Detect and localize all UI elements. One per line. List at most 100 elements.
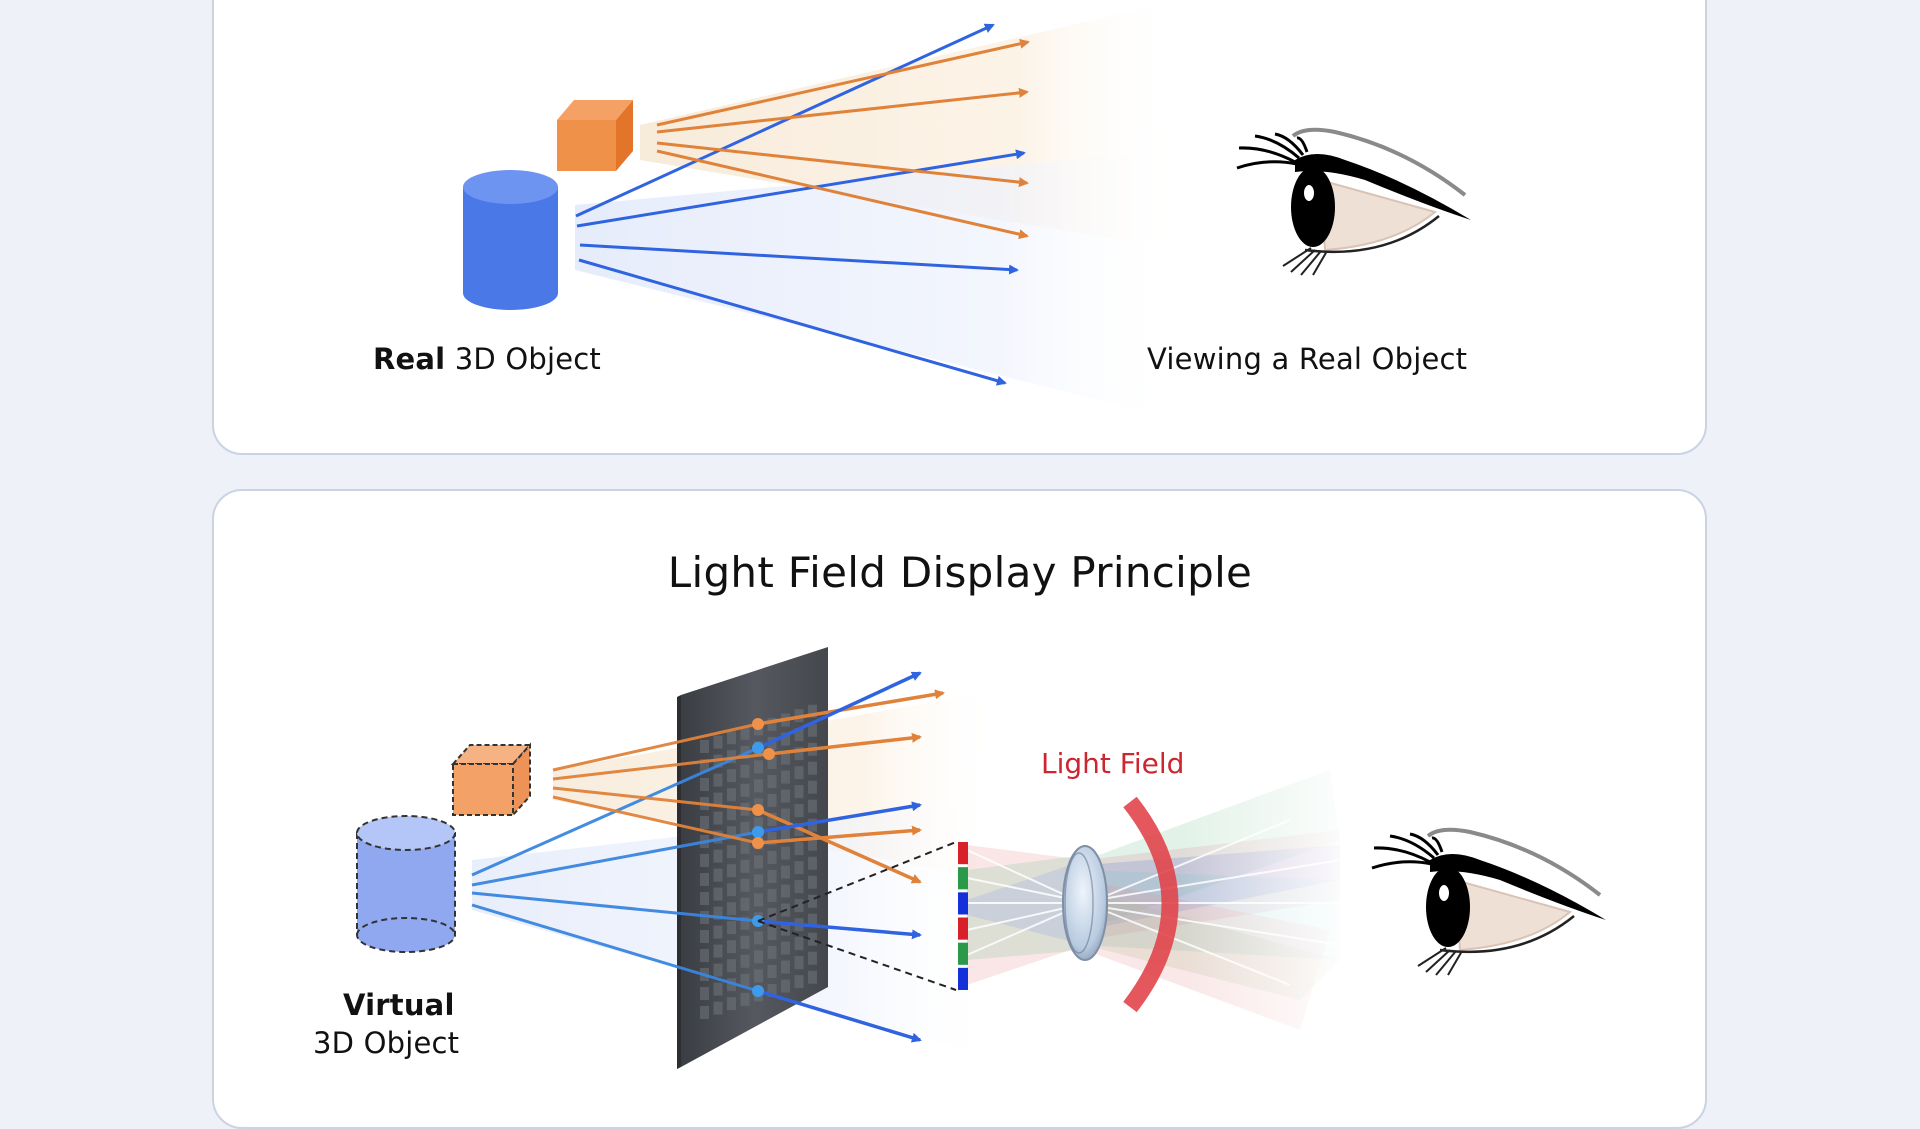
lower-eyelash — [1435, 950, 1457, 976]
panel-cell — [767, 850, 777, 864]
panel-cell — [767, 964, 777, 978]
panel-cell — [754, 874, 763, 888]
panel-cell — [700, 930, 709, 943]
orange-ray-emitted — [768, 732, 922, 756]
lower-eyelash — [1290, 249, 1316, 273]
panel-cell — [700, 911, 709, 924]
lower-eyelash — [1312, 250, 1328, 276]
panel-cell — [781, 846, 790, 860]
panel-cell — [727, 997, 736, 1011]
pixel-green — [958, 942, 968, 965]
ray-dot — [763, 748, 775, 760]
panel-cell — [808, 894, 817, 908]
panel-cell — [754, 931, 763, 945]
orange-ray-emitted — [757, 689, 945, 726]
panel-cell — [808, 837, 817, 851]
panel-cell — [808, 780, 817, 794]
light-field-beams — [966, 760, 1360, 1060]
ray-dot — [752, 985, 764, 997]
eyelash — [1389, 834, 1435, 860]
panel-cell — [808, 761, 817, 775]
blue-ray — [579, 243, 1019, 275]
orange-ray — [552, 722, 759, 772]
panel-cell — [767, 983, 777, 997]
panel-cell — [700, 778, 709, 791]
panel-cell — [794, 861, 804, 875]
panel-cell — [727, 788, 736, 802]
virtual-cube — [450, 742, 533, 818]
panel-cell — [727, 845, 736, 859]
eyelash — [1431, 836, 1444, 853]
panel-cell — [713, 887, 723, 901]
eyebrow — [1426, 827, 1602, 897]
blue-ray-emitted — [757, 989, 922, 1043]
eyelash — [1371, 860, 1433, 870]
blue-ray — [471, 903, 759, 993]
panel-cell — [700, 759, 709, 772]
eye-icon — [1371, 827, 1606, 976]
panel-cell — [713, 906, 723, 920]
panel-cell — [767, 755, 777, 769]
virtual-object-label-line1: Virtual — [343, 988, 455, 1022]
ray-dot — [752, 826, 764, 838]
panel-cell — [700, 873, 709, 886]
virtual-light-rays — [471, 671, 945, 1043]
panel-cell — [740, 916, 750, 930]
panel-cell — [781, 941, 790, 955]
panel-cell — [740, 764, 750, 778]
ray-dot — [752, 837, 764, 849]
blue-ray — [471, 891, 759, 923]
ray-dot — [752, 804, 764, 816]
panel-cell — [808, 951, 817, 965]
panel-cell — [781, 884, 790, 898]
lower-eyelid — [1439, 915, 1575, 954]
blue-ray-emitted — [757, 801, 922, 834]
pixel-red — [958, 842, 968, 865]
panel-cell — [767, 869, 777, 883]
lower-eyelash — [1425, 949, 1451, 973]
lower-eyelash — [1282, 247, 1312, 267]
panel-cell — [754, 950, 763, 964]
panel-cell — [767, 717, 777, 731]
orange-ray — [552, 795, 759, 845]
orange-ray — [656, 38, 1030, 127]
panel-cell — [713, 925, 723, 939]
panel-cell — [808, 818, 817, 832]
panel-cell — [740, 954, 750, 968]
lower-eyelash — [1447, 950, 1463, 976]
orange-ray — [552, 752, 770, 781]
panel-cell — [781, 751, 790, 765]
panel-cell — [740, 840, 750, 854]
panel-cell — [700, 949, 709, 962]
real-object-label: Real 3D Object — [373, 342, 601, 376]
pixel-blue — [958, 967, 968, 990]
projection-guides — [757, 841, 957, 991]
panel-cell — [794, 766, 804, 780]
orange-ray — [656, 87, 1029, 134]
pupil — [1291, 167, 1335, 247]
panel-cell — [808, 932, 817, 946]
panel-cell — [713, 963, 723, 977]
diagram-canvas — [356, 0, 1606, 1069]
panel-cell — [781, 808, 790, 822]
panel-cell — [740, 897, 750, 911]
panel-cell — [794, 842, 804, 856]
panel-cell — [727, 959, 736, 973]
blue-ray — [471, 830, 759, 887]
eyelash — [1236, 160, 1298, 170]
panel-cell — [767, 774, 777, 788]
panel-cell — [727, 769, 736, 783]
panel-cell — [767, 793, 777, 807]
real-cube — [557, 100, 633, 171]
panel-cell — [713, 735, 723, 749]
orange-ray — [656, 141, 1029, 188]
page-title: Light Field Display Principle — [667, 548, 1253, 597]
panel-cell — [700, 740, 709, 753]
eye-icon — [1236, 127, 1471, 276]
panel-cell — [794, 804, 804, 818]
viewer-label: Viewing a Real Object — [1147, 342, 1468, 376]
panel-cell — [808, 856, 817, 870]
panel-cell — [700, 987, 709, 1000]
panel-cell — [781, 789, 790, 803]
panel-cell — [794, 880, 804, 894]
